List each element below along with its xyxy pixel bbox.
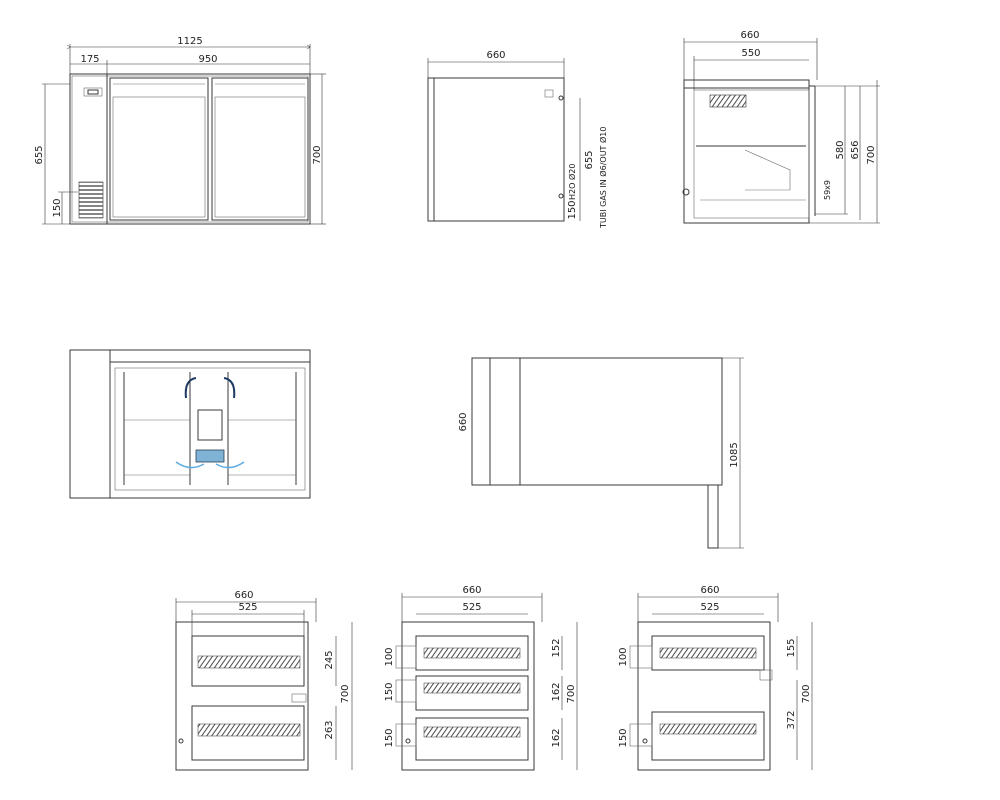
int-h656: 656	[850, 140, 861, 159]
top-height: 1085	[729, 442, 740, 467]
side-width: 660	[486, 50, 505, 61]
airflow-plan-view	[69, 349, 311, 499]
compressor-unit	[195, 449, 225, 463]
side-base: 150	[567, 200, 578, 219]
s3-l1: 100	[384, 647, 395, 666]
sm-l2: 150	[618, 728, 629, 747]
top-view: 1085 660	[458, 357, 744, 549]
s2-total: 660	[234, 590, 253, 601]
s3-d3: 162	[551, 728, 562, 747]
side-outline	[427, 77, 565, 222]
int-total: 660	[740, 30, 759, 41]
int-vent: 59x9	[823, 180, 832, 200]
sm-total: 660	[700, 585, 719, 596]
door-left	[109, 77, 209, 221]
section-three-drawers: 660 525 100 150 150 152 162 162 700	[384, 585, 578, 771]
s3-d1: 152	[551, 638, 562, 657]
dim-total-width: 1125	[177, 36, 202, 47]
dim-outer-height: 700	[312, 145, 323, 164]
internal-side-view: 660 550 580 656 700 59x9	[682, 30, 880, 224]
section-two-drawers: 660 525 245 263 700	[175, 590, 353, 771]
cabinet-outline	[69, 73, 311, 225]
sm-d-bottom: 372	[786, 710, 797, 729]
evaporator	[709, 94, 747, 108]
int-h700: 700	[866, 145, 877, 164]
s3-h700: 700	[566, 684, 577, 703]
s3-total: 660	[462, 585, 481, 596]
side-view: 660 H2O Ø20 TUBI GAS IN Ø6/OUT Ø10 655 1…	[427, 50, 608, 229]
int-inner: 550	[741, 48, 760, 59]
gas-label: TUBI GAS IN Ø6/OUT Ø10	[598, 127, 608, 229]
s3-d2: 162	[551, 682, 562, 701]
dim-height: 655	[34, 145, 45, 164]
s3-l2: 150	[384, 682, 395, 701]
s2-h700: 700	[340, 684, 351, 703]
s2-inner: 525	[238, 602, 257, 613]
dim-left-width: 175	[80, 54, 99, 65]
s2-d-bottom: 263	[324, 720, 335, 739]
sm-h700: 700	[801, 684, 812, 703]
front-view: 1125 175 950 655 150 700	[34, 36, 326, 225]
sm-l1: 100	[618, 647, 629, 666]
sm-inner: 525	[700, 602, 719, 613]
s3-inner: 525	[462, 602, 481, 613]
section-mixed: 660 525 100 150 155 372 700	[618, 585, 813, 771]
airflow-arrow-left	[184, 377, 197, 399]
water-label: H2O Ø20	[567, 164, 577, 200]
airflow-arrow-right	[223, 377, 236, 399]
side-height: 655	[584, 150, 595, 169]
s3-l3: 150	[384, 728, 395, 747]
fan-unit	[197, 409, 223, 441]
top-depth: 660	[458, 412, 469, 431]
door-right	[211, 77, 309, 221]
ventilation-grille	[78, 181, 104, 219]
sm-d-top: 155	[786, 638, 797, 657]
dim-door-width: 950	[198, 54, 217, 65]
s2-d-top: 245	[324, 650, 335, 669]
int-h580: 580	[835, 140, 846, 159]
control-display	[83, 87, 103, 97]
dim-grille-height: 150	[52, 198, 63, 217]
